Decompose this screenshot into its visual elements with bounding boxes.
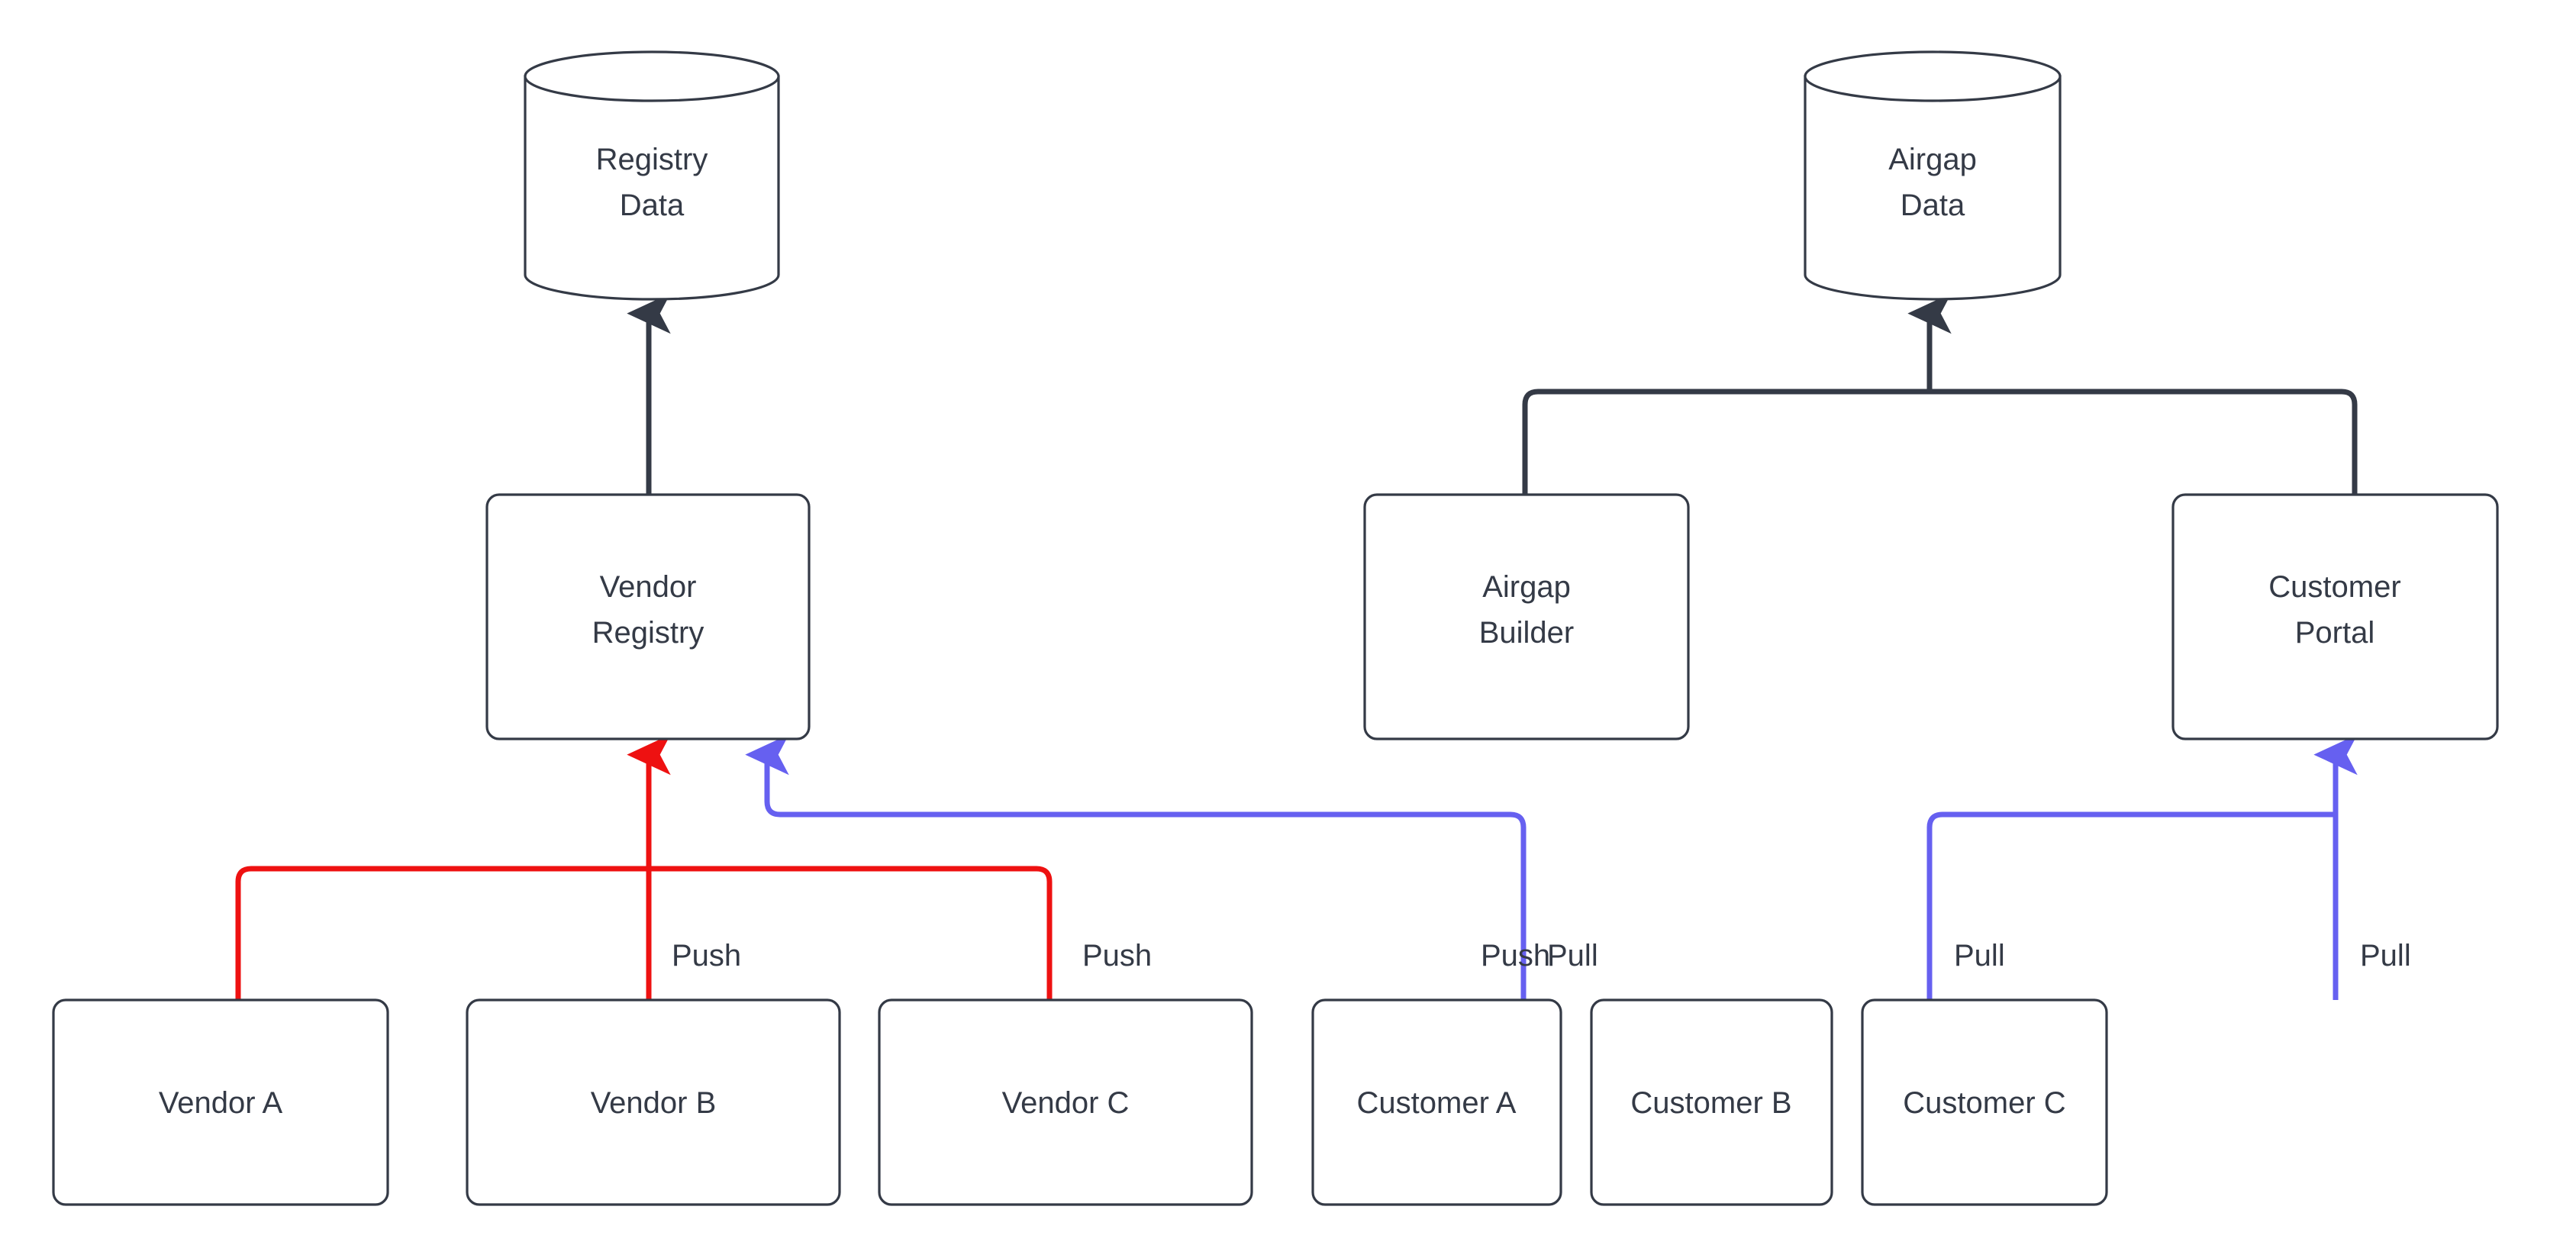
actor-vendor-c[interactable]: Vendor C	[878, 998, 1253, 1206]
edge-label-pull-c: Pull	[2360, 939, 2411, 973]
datastore-label-line2: Data	[1901, 189, 1965, 222]
datastore-label-line1: Airgap	[1888, 143, 1977, 176]
edge-vendor-a-push	[235, 866, 649, 1000]
service-label-line2: Builder	[1479, 616, 1575, 650]
edge-airgap-builder-to-airgap-data	[1522, 389, 1930, 495]
datastore-label-line1: Registry	[596, 143, 708, 176]
actor-label: Vendor B	[591, 1086, 717, 1120]
actor-customer-b[interactable]: Customer B	[1590, 998, 1833, 1206]
actor-vendor-a[interactable]: Vendor A	[52, 998, 389, 1206]
actor-label: Customer B	[1630, 1086, 1791, 1120]
actor-label: Vendor C	[1002, 1086, 1130, 1120]
datastore-registry-data[interactable]: Registry Data	[524, 50, 780, 301]
actor-label: Customer C	[1903, 1086, 2065, 1120]
actor-label: Customer A	[1357, 1086, 1517, 1120]
service-customer-portal[interactable]: Customer Portal	[2171, 493, 2499, 740]
service-vendor-registry[interactable]: Vendor Registry	[485, 493, 811, 740]
service-airgap-builder[interactable]: Airgap Builder	[1363, 493, 1690, 740]
actor-customer-a[interactable]: Customer A	[1311, 998, 1562, 1206]
service-label-line2: Registry	[592, 616, 704, 650]
service-label-line2: Portal	[2295, 616, 2375, 650]
actor-customer-c[interactable]: Customer C	[1861, 998, 2108, 1206]
datastore-airgap-data[interactable]: Airgap Data	[1804, 50, 2062, 301]
edge-label-push-b: Push	[1082, 939, 1152, 973]
edge-vendor-c-push	[649, 866, 1053, 1000]
edge-label-pull-a: Pull	[1547, 939, 1598, 973]
edge-label-pull-b: Pull	[1954, 939, 2005, 973]
service-label-line1: Vendor	[600, 570, 697, 604]
actor-label: Vendor A	[159, 1086, 283, 1120]
edge-customer-b-pull	[1926, 811, 2336, 1000]
edge-label-push-c: Push	[1481, 939, 1550, 973]
service-label-line1: Customer	[2268, 570, 2400, 604]
service-label-line1: Airgap	[1482, 570, 1571, 604]
actor-vendor-b[interactable]: Vendor B	[466, 998, 841, 1206]
edge-customer-portal-to-airgap-data	[1930, 389, 2358, 495]
datastore-label-line2: Data	[620, 189, 685, 222]
edge-customer-a-pull	[745, 734, 1527, 1000]
edge-label-push-a: Push	[672, 939, 741, 973]
